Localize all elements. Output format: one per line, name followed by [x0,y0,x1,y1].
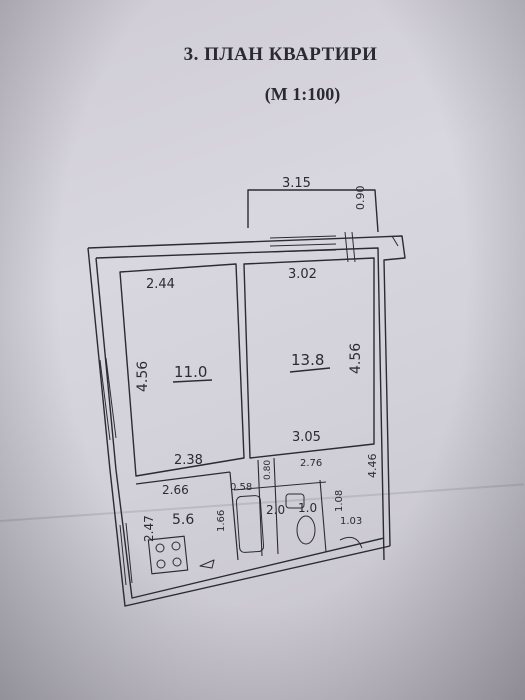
room-1-side-dim: 4.56 [135,361,151,392]
window-kitchen [119,522,133,586]
kitchen-area: 5.6 [172,512,194,528]
balcony-depth: 0.90 [354,186,367,211]
stove-icon [147,535,189,575]
room-2-top-dim: 3.02 [288,267,317,282]
corridor-side-dim: 4.46 [366,454,379,479]
balcony-width: 3.15 [282,176,311,191]
inner-wall-top [95,247,385,561]
room-1-outline [119,263,245,477]
room-1-area: 11.0 [174,363,207,381]
room-1-bottom-dim: 2.38 [174,453,203,468]
kitchen-sink-icon [199,559,215,569]
room-2-outline [243,257,375,459]
stair-mark [391,235,399,247]
burner-icon [155,543,165,553]
wc-wall [319,479,327,553]
bath-top-wall [233,481,327,491]
entry-door-arc [339,536,363,549]
bathroom-width-dim: 0.58 [230,482,252,493]
outer-wall-top [87,235,406,547]
room-1-top-dim: 2.44 [146,277,175,292]
bathroom-area: 2.0 [266,503,285,517]
burner-icon [172,557,182,567]
bathtub-icon [235,495,265,553]
outer-wall-left-bottom [87,247,391,607]
kitchen-side-dim: 2.47 [142,515,156,542]
bath-walls [257,457,279,557]
entry-width-dim: 1.03 [340,516,362,527]
wc-area: 1.0 [298,501,317,515]
document-title: 3. ПЛАН КВАРТИРИ [183,44,378,65]
toilet-icon [296,515,316,545]
room-2-underline [289,367,331,373]
kitchen-top-dim: 2.66 [162,483,189,497]
kitchen-width-dim: 1.66 [216,510,227,532]
bathroom-depth-dim: 0.80 [263,460,273,480]
sink-icon [285,493,305,509]
corridor-top-dim: 2.76 [300,458,322,469]
room-1-underline [172,379,213,383]
kitchen-top-wall [135,471,231,485]
burner-icon [171,541,181,551]
room-2-side-dim: 4.56 [348,343,364,374]
inner-wall-left-bottom [95,257,385,599]
room-2-bottom-dim: 3.05 [292,430,321,445]
document-scale: (М 1:100) [264,84,341,104]
balcony-outline [247,189,379,233]
wc-width-dim: 1.08 [334,490,345,512]
window-room-1 [99,357,117,441]
burner-icon [156,559,166,569]
kitchen-right-wall [229,471,239,561]
balcony-window [344,231,356,263]
room-2-area: 13.8 [291,351,324,369]
